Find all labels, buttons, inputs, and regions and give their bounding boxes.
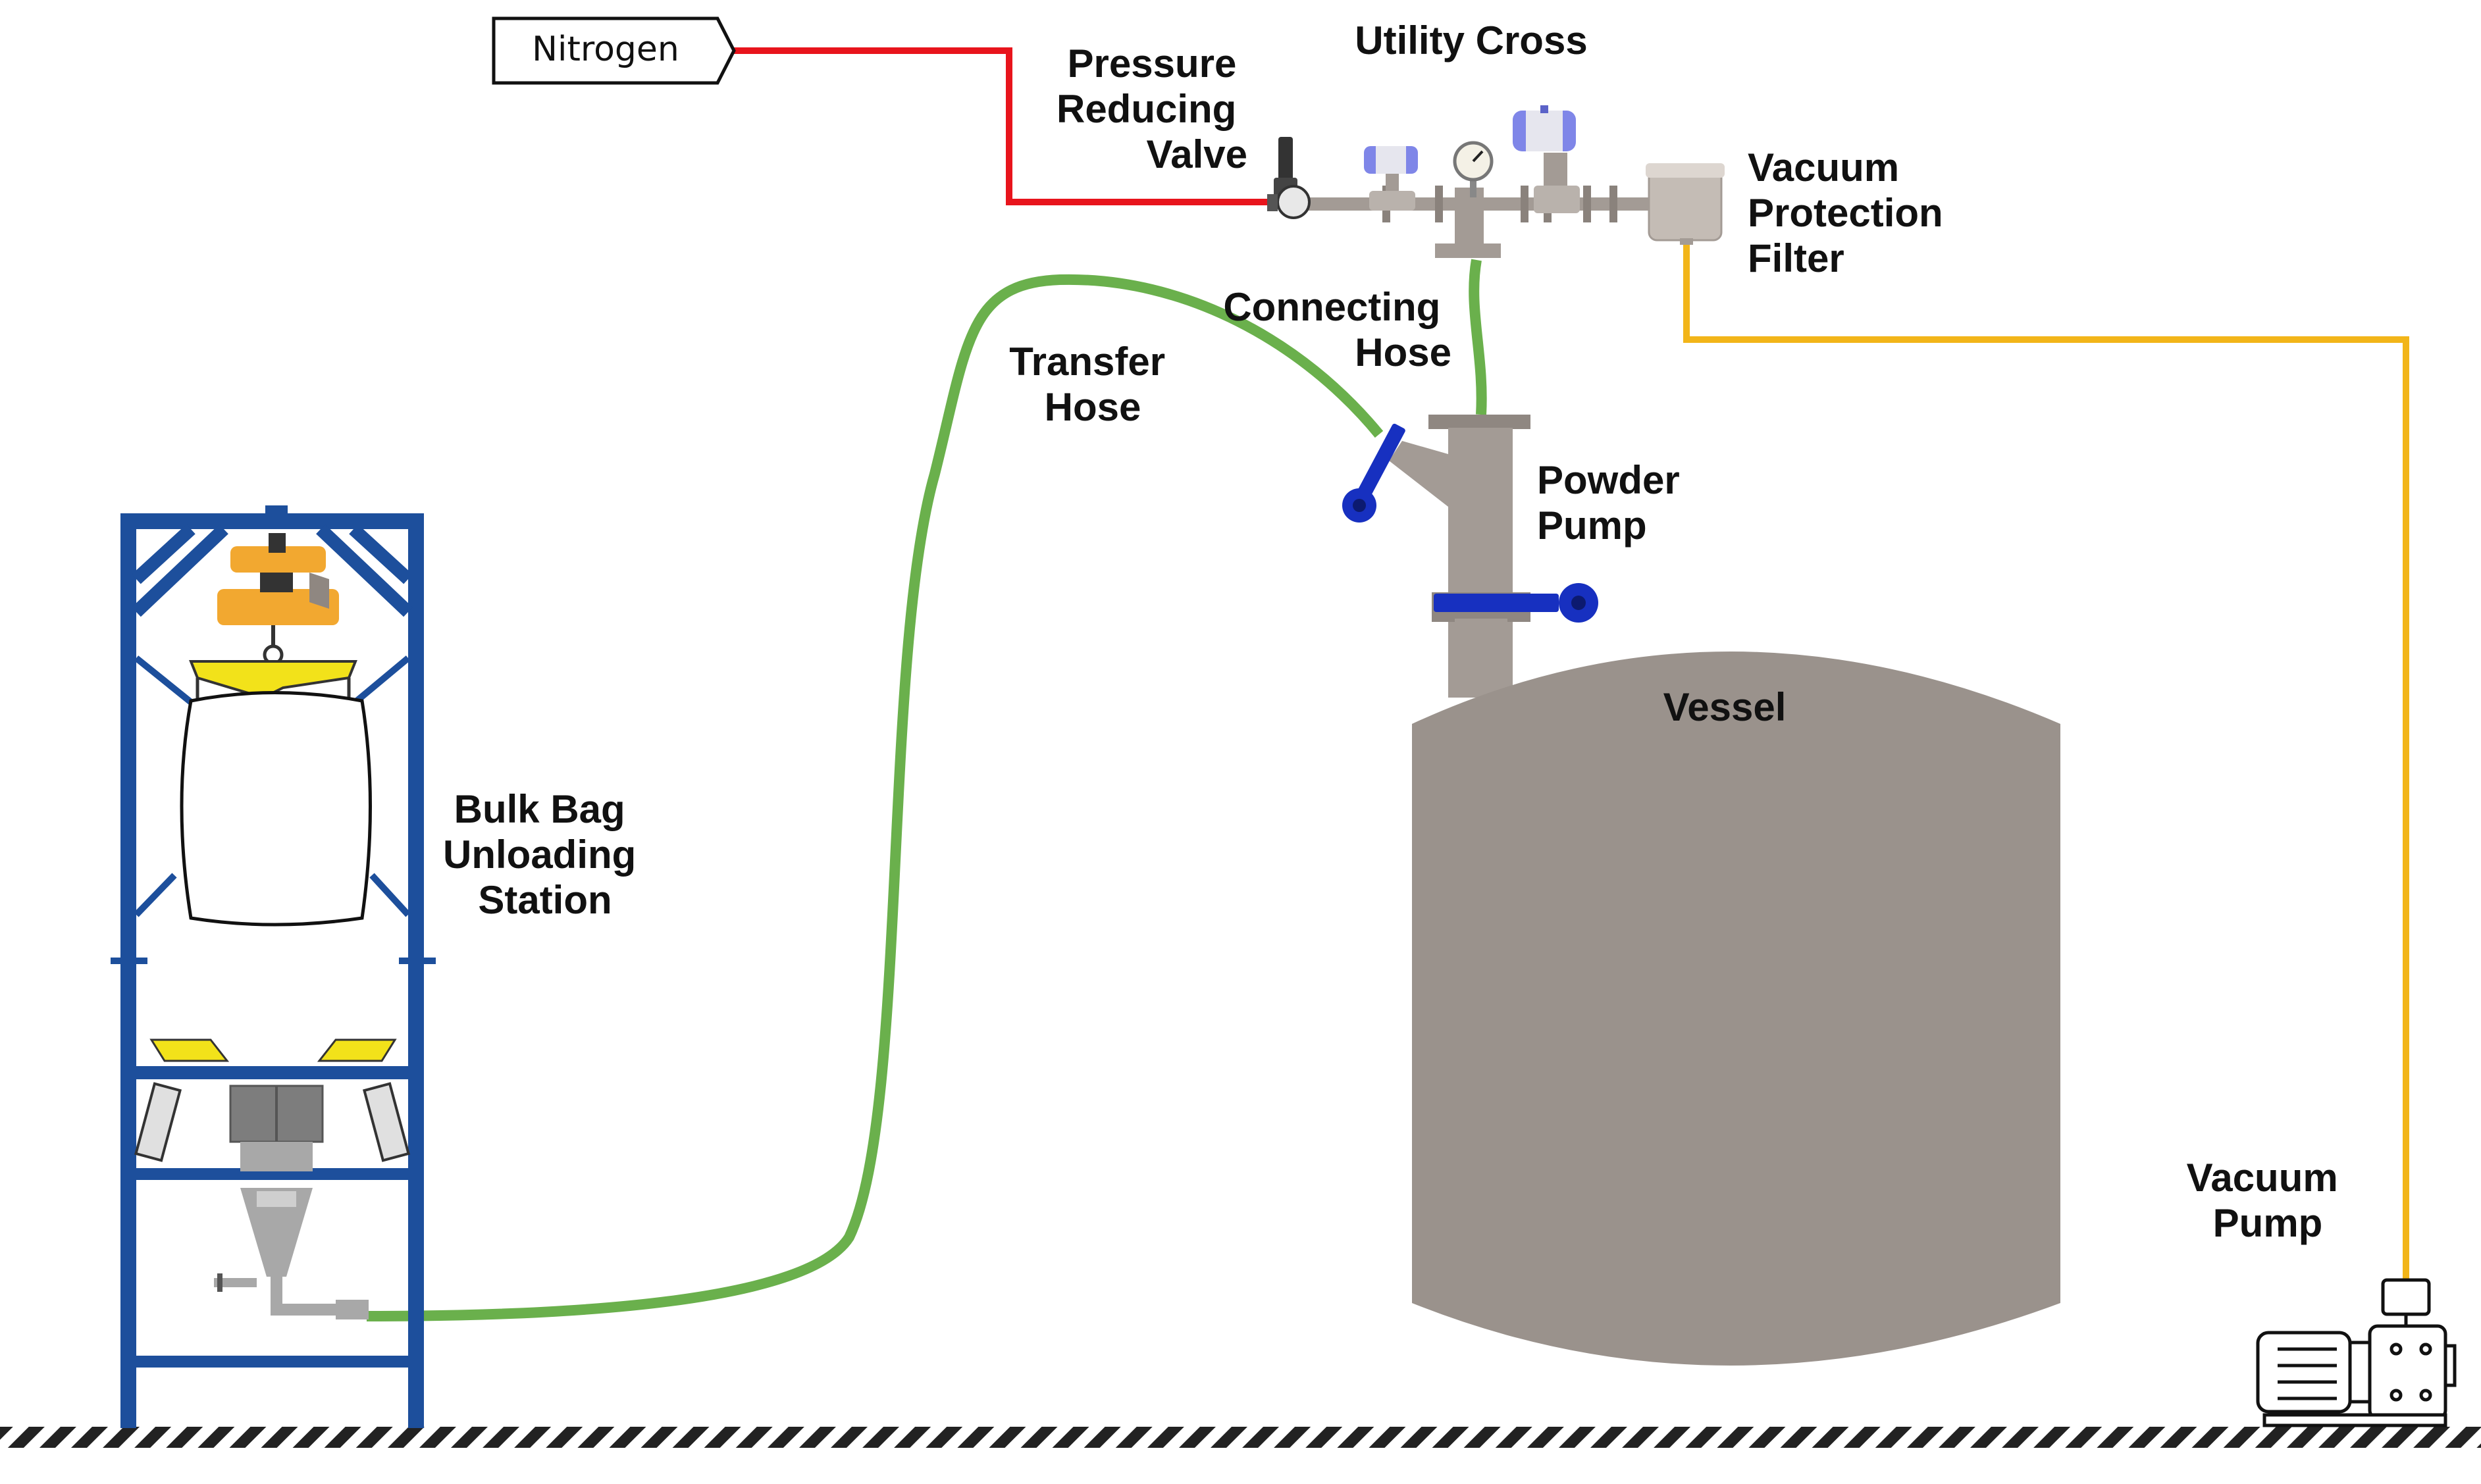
powder-pump bbox=[1342, 415, 1598, 698]
nitrogen-line bbox=[734, 47, 1277, 205]
utility-cross-label: Utility Cross bbox=[1355, 18, 1587, 63]
inlet-valve bbox=[1342, 423, 1405, 523]
ground-line bbox=[0, 1427, 2481, 1448]
pressure-gauge bbox=[1453, 141, 1494, 197]
pressure-reducing-valve-label: Pressure Reducing Valve bbox=[1057, 41, 1247, 176]
hoist bbox=[217, 533, 339, 665]
connecting-hose-label: Connecting Hose bbox=[1223, 285, 1451, 374]
pneumatic-actuator-small bbox=[1364, 146, 1418, 174]
vacuum-protection-filter bbox=[1646, 163, 1725, 245]
pressure-reducing-valve bbox=[1267, 137, 1311, 219]
discharge-hopper bbox=[214, 1085, 369, 1319]
bulk-bag-unloading-station bbox=[111, 505, 436, 1428]
connecting-hose bbox=[1469, 259, 1487, 415]
nitrogen-label: Nitrogen bbox=[532, 30, 679, 69]
powder-pump-label: Powder Pump bbox=[1537, 458, 1690, 548]
massage-paddle-left bbox=[134, 1038, 230, 1162]
vacuum-protection-filter-label: Vacuum Protection Filter bbox=[1748, 145, 1954, 280]
vessel-label: Vessel bbox=[1663, 685, 1787, 729]
vessel bbox=[1412, 652, 2060, 1366]
bulk-bag bbox=[180, 691, 372, 927]
bulk-bag-unloading-station-label: Bulk Bag Unloading Station bbox=[443, 787, 647, 922]
discharge-valve bbox=[1434, 583, 1598, 623]
lift-yoke bbox=[189, 660, 357, 711]
transfer-hose bbox=[366, 274, 1384, 1321]
vacuum-line bbox=[1683, 240, 2409, 1280]
massage-paddle-right bbox=[317, 1038, 411, 1162]
pneumatic-actuator-large bbox=[1513, 105, 1576, 151]
utility-cross bbox=[1297, 153, 1665, 258]
transfer-hose-label: Transfer Hose bbox=[1009, 340, 1176, 429]
vacuum-pump-label: Vacuum Pump bbox=[2187, 1156, 2349, 1245]
nitrogen-tag bbox=[492, 16, 736, 85]
vacuum-pump bbox=[2256, 1278, 2457, 1427]
